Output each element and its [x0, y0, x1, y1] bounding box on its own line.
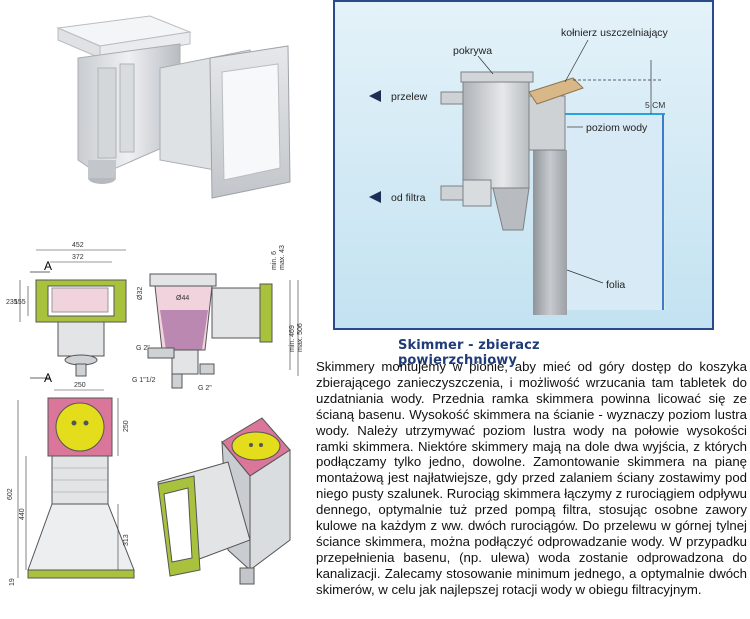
label-folia: folia: [606, 279, 625, 291]
label-kolnierz: kołnierz uszczelniający: [561, 27, 669, 39]
dim-phi32: Ø32: [137, 287, 144, 300]
dim-max43: max. 43: [279, 245, 286, 270]
dim-313: 313: [123, 534, 130, 546]
technical-drawings-svg: 452 372 235 155 A A min. 6 max. 43: [6, 242, 304, 586]
dim-440: 440: [19, 508, 26, 520]
cross-section-svg: pokrywa kołnierz uszczelniający przelew …: [333, 0, 714, 330]
dim-250-side: 250: [123, 420, 130, 432]
skimmer-photo-svg: [56, 15, 291, 199]
top-view: 452 372 235 155 A A: [6, 242, 127, 385]
dim-max506: max. 506: [297, 323, 304, 352]
dim-min6: min. 6: [271, 251, 278, 270]
dim-19: 19: [9, 578, 16, 586]
section-a-bottom: A: [44, 371, 52, 385]
dim-g2-left: G 2": [136, 345, 150, 352]
label-pokrywa: pokrywa: [453, 45, 492, 57]
side-section: min. 6 max. 43 min. 469 max. 506 Ø32 Ø44…: [132, 245, 304, 392]
cross-section-diagram: pokrywa kołnierz uszczelniający przelew …: [333, 0, 714, 330]
section-heading: Skimmer - zbieracz powierzchniowy: [398, 338, 540, 368]
dim-g1-1-2: G 1"1/2: [132, 377, 156, 384]
label-przelew: przelew: [391, 91, 428, 103]
skimmer-photo: [40, 10, 310, 240]
dim-min469: min. 469: [289, 325, 296, 352]
technical-drawings: 452 372 235 155 A A min. 6 max. 43: [0, 240, 310, 615]
label-poziom-wody: poziom wody: [586, 122, 648, 134]
dim-602: 602: [7, 488, 14, 500]
dim-155: 155: [14, 299, 26, 306]
isometric-view: [157, 417, 291, 585]
label-od-filtra: od filtra: [391, 192, 426, 204]
dim-g2-bottom: G 2": [198, 385, 212, 392]
section-a-top: A: [44, 259, 52, 273]
dim-phi44: Ø44: [176, 295, 189, 302]
dim-452: 452: [72, 242, 84, 249]
dim-235: 235: [6, 299, 18, 306]
dim-250-top: 250: [74, 382, 86, 389]
description-paragraph: Skimmery montujemy w pionie, aby mieć od…: [316, 359, 747, 597]
dim-372: 372: [72, 254, 84, 261]
label-5cm: 5 CM: [645, 100, 665, 110]
front-elevation: 250 250 602 440 313 19: [7, 382, 135, 586]
